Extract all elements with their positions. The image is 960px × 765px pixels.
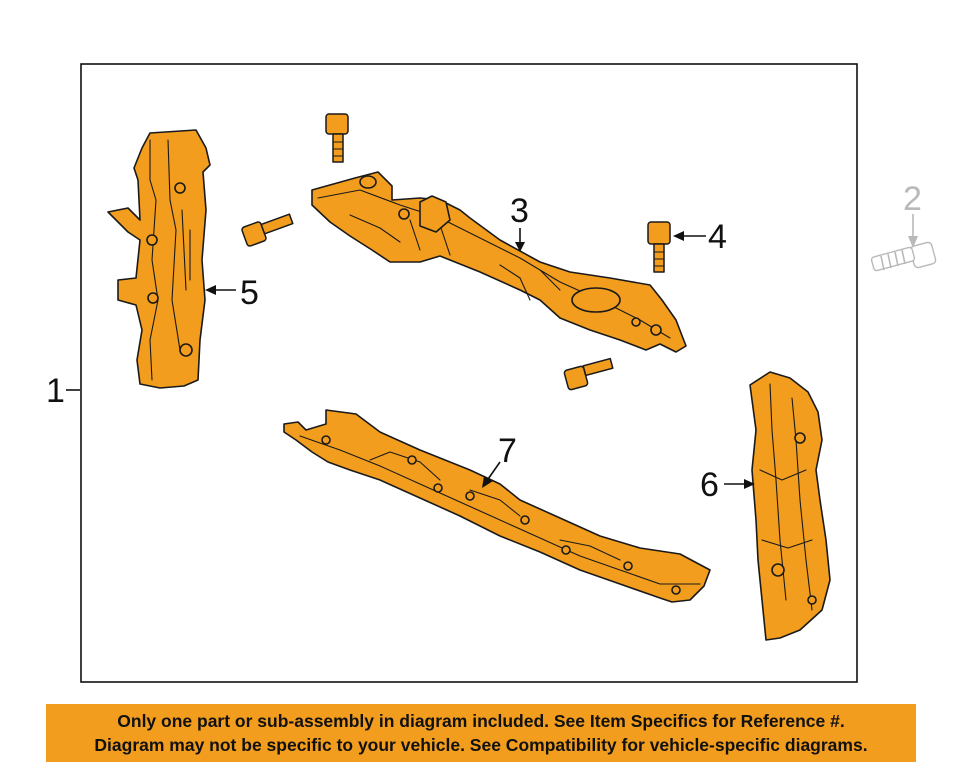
bolt-top[interactable] <box>325 113 349 163</box>
callout-3: 3 <box>510 192 529 230</box>
part-7-lower-crossmember[interactable] <box>283 409 711 603</box>
disclaimer-line-1: Only one part or sub-assembly in diagram… <box>117 711 845 731</box>
part-5-left-support[interactable] <box>107 129 211 389</box>
bolt-lower[interactable] <box>563 357 614 391</box>
part-4-bolt[interactable] <box>647 221 671 273</box>
bolt-left[interactable] <box>241 213 294 247</box>
callout-4: 4 <box>708 218 727 256</box>
callout-2: 2 <box>903 180 922 218</box>
callout-5: 5 <box>240 274 259 312</box>
part-3-upper-crossmember[interactable] <box>311 171 687 353</box>
disclaimer-line-2: Diagram may not be specific to your vehi… <box>94 735 868 755</box>
callout-6: 6 <box>700 466 719 504</box>
disclaimer-banner: Only one part or sub-assembly in diagram… <box>46 704 916 762</box>
diagram-frame <box>80 63 858 683</box>
part-2-bolt-ghost[interactable] <box>870 241 937 272</box>
callout-1: 1 <box>46 372 65 410</box>
parts-diagram: 1 2 3 4 5 6 7 <box>46 63 937 683</box>
part-6-right-support[interactable] <box>749 371 831 641</box>
callout-7: 7 <box>498 432 517 470</box>
